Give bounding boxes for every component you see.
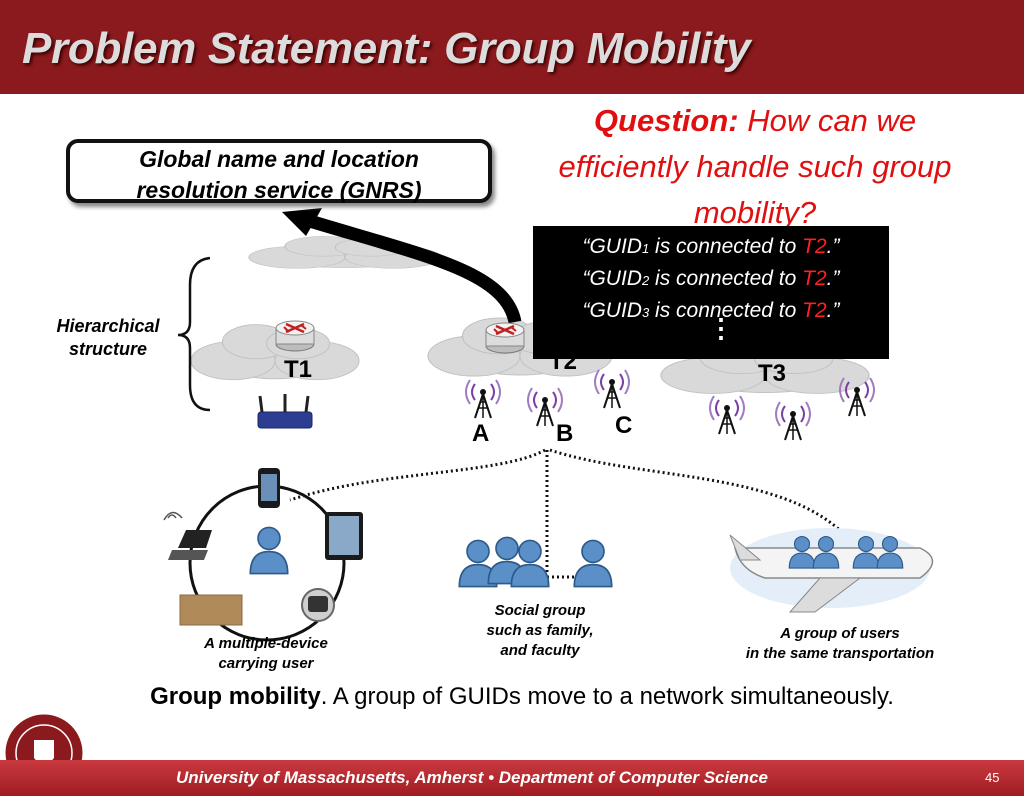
router-icon (484, 321, 526, 355)
gnrs-line-1: Global name and location (139, 146, 419, 172)
device-user-caption: A multiple-device carrying user (204, 635, 328, 672)
antenna-icon (709, 395, 745, 435)
page-number: 45 (985, 770, 1000, 785)
hierarchy-brace (177, 256, 211, 412)
phone-icon (258, 468, 280, 508)
gnrs-box: Global name and location resolution serv… (66, 139, 492, 203)
group-mobility-statement: Group mobility. A group of GUIDs move to… (0, 683, 1024, 711)
node-label-b: B (556, 420, 574, 447)
footer-text: University of Massachusetts, Amherst • D… (176, 768, 768, 787)
laptop-icon (163, 511, 212, 560)
airplane-icon (729, 528, 934, 613)
connection-lines (289, 448, 847, 579)
network-label-t2: T2 (549, 348, 578, 375)
node-label-c: C (615, 412, 633, 439)
mapping-line-1: “GUID1 is connected to T2.” (582, 235, 840, 258)
footer-bar (0, 760, 1024, 796)
transport-caption: A group of users in the same transportat… (745, 625, 935, 662)
group-mobility-term: Group mobility (150, 683, 321, 710)
node-label-a: A (472, 420, 490, 447)
tablet-icon (325, 512, 363, 560)
mapping-line-3: “GUID3 is connected to T2.” (582, 299, 840, 322)
hierarchical-label: Hierarchical structure (56, 316, 160, 359)
network-label-t1: T1 (284, 356, 313, 383)
slide-title: Problem Statement: Group Mobility (22, 24, 751, 73)
photo-thumbnail (179, 594, 243, 626)
title-bar (0, 0, 1024, 94)
network-label-t3: T3 (758, 360, 787, 387)
question-body: How can we efficiently handle such group… (558, 103, 952, 230)
antenna-icon (465, 379, 501, 419)
mapping-line-2: “GUID2 is connected to T2.” (582, 267, 840, 290)
group-mobility-definition: . A group of GUIDs move to a network sim… (320, 683, 894, 710)
update-arrow (298, 211, 522, 324)
mapping-box: “GUID1 is connected to T2.” “GUID2 is co… (533, 226, 889, 359)
arrow-head (282, 208, 322, 236)
wireless-router-icon (257, 394, 313, 429)
antenna-icon (594, 369, 630, 409)
social-group (458, 536, 613, 588)
gnrs-line-2: resolution service (GNRS) (136, 177, 422, 203)
router-icon (274, 319, 316, 353)
question-text: Question: How can we efficiently handle … (540, 98, 970, 236)
question-label: Question: (593, 103, 739, 138)
watch-icon (301, 588, 335, 622)
antenna-icon (775, 401, 811, 441)
person-icon (249, 526, 289, 575)
social-group-caption: Social group such as family, and faculty (486, 602, 594, 659)
person-icon (573, 539, 613, 588)
ellipsis-mark: ⋮ (708, 313, 734, 343)
